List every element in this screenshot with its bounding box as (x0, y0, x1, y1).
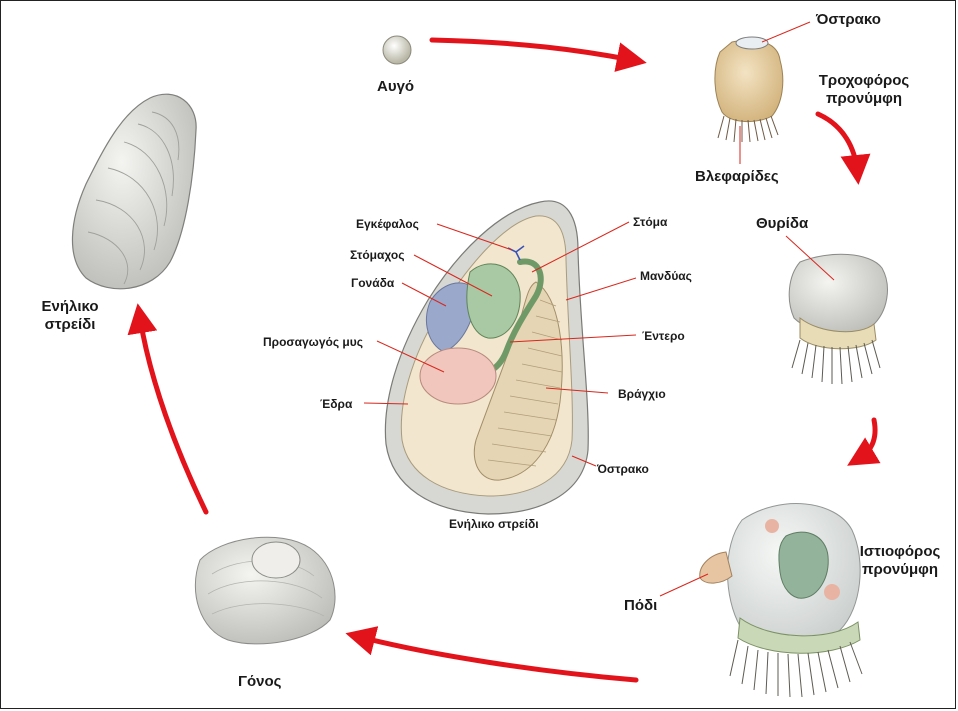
label-veliger-line2: προνύμφη (861, 561, 939, 578)
label-mantle: Μανδύας (640, 269, 692, 283)
adult-oyster-illustration (71, 93, 197, 290)
label-egg: Αυγό (377, 78, 415, 95)
trochophore-illustration (714, 36, 784, 143)
label-veliger: Ιστιοφόρος προνύμφη (852, 543, 948, 579)
label-gill: Βράγχιο (618, 387, 666, 401)
label-spat: Γόνος (238, 673, 282, 690)
label-anus: Έδρα (320, 397, 353, 411)
label-foot: Πόδι (624, 597, 658, 614)
label-veliger-line1: Ιστιοφόρος (859, 543, 941, 560)
valve-larva-illustration (788, 253, 888, 385)
label-trochophore-line1: Τροχοφόρος (818, 72, 910, 89)
arrow-trochophore-to-valve (815, 111, 871, 185)
label-intestine: Έντερο (642, 329, 685, 343)
anatomy-illustration (384, 200, 589, 515)
label-stomach: Στόμαχος (350, 248, 405, 262)
cycle-arrows (127, 37, 881, 683)
label-brain: Εγκέφαλος (356, 217, 419, 231)
label-trochophore-line2: προνύμφη (825, 90, 903, 107)
arrow-egg-to-trochophore (429, 37, 647, 72)
spat-illustration (194, 536, 336, 645)
arrow-veliger-to-spat (345, 626, 639, 683)
arrow-valve-to-veliger (847, 417, 881, 466)
label-shell-anatomy: Όστρακο (597, 462, 649, 476)
label-adductor: Προσαγωγός μυς (263, 335, 363, 349)
label-adult: Ενήλικο στρείδι (22, 298, 118, 334)
label-shell-top: Όστρακο (816, 11, 881, 28)
label-adult-line2: στρείδι (44, 316, 96, 333)
label-mouth: Στόμα (633, 215, 668, 229)
leader-lines (363, 21, 835, 597)
label-valve: Θυρίδα (756, 215, 809, 232)
label-center-caption: Ενήλικο στρείδι (449, 517, 539, 531)
arrow-spat-to-adult (127, 303, 209, 515)
label-adult-line1: Ενήλικο (41, 298, 99, 315)
veliger-illustration (699, 503, 863, 698)
label-trochophore: Τροχοφόρος προνύμφη (806, 72, 922, 108)
label-cilia: Βλεφαρίδες (695, 168, 779, 185)
label-gonad: Γονάδα (351, 276, 395, 290)
egg-illustration (382, 35, 412, 65)
